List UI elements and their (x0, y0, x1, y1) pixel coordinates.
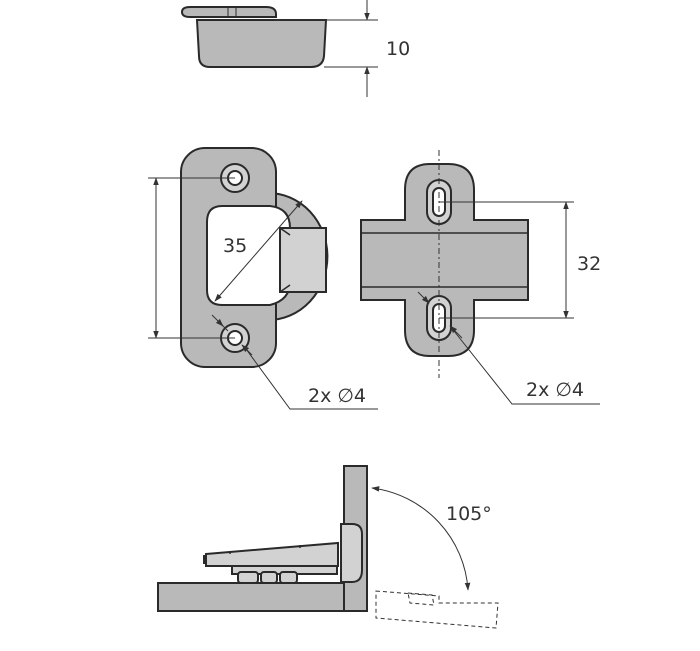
side-opening-view: 105° (157, 465, 499, 629)
cup-profile-view: 10 (180, 0, 410, 97)
dimension-distance-label: 35 (223, 235, 247, 257)
dimension-hole-spacing-label: 32 (577, 253, 601, 275)
hole-diameter-label-right: 2x ∅4 (526, 379, 584, 401)
hole-diameter-label-left: 2x ∅4 (308, 385, 366, 407)
hinge-plate-view: 35 2x ∅4 (148, 147, 378, 410)
opening-angle-label: 105° (446, 503, 492, 525)
mounting-plate-view: 32 2x ∅4 (360, 150, 601, 405)
dimension-height-label: 10 (386, 38, 410, 60)
